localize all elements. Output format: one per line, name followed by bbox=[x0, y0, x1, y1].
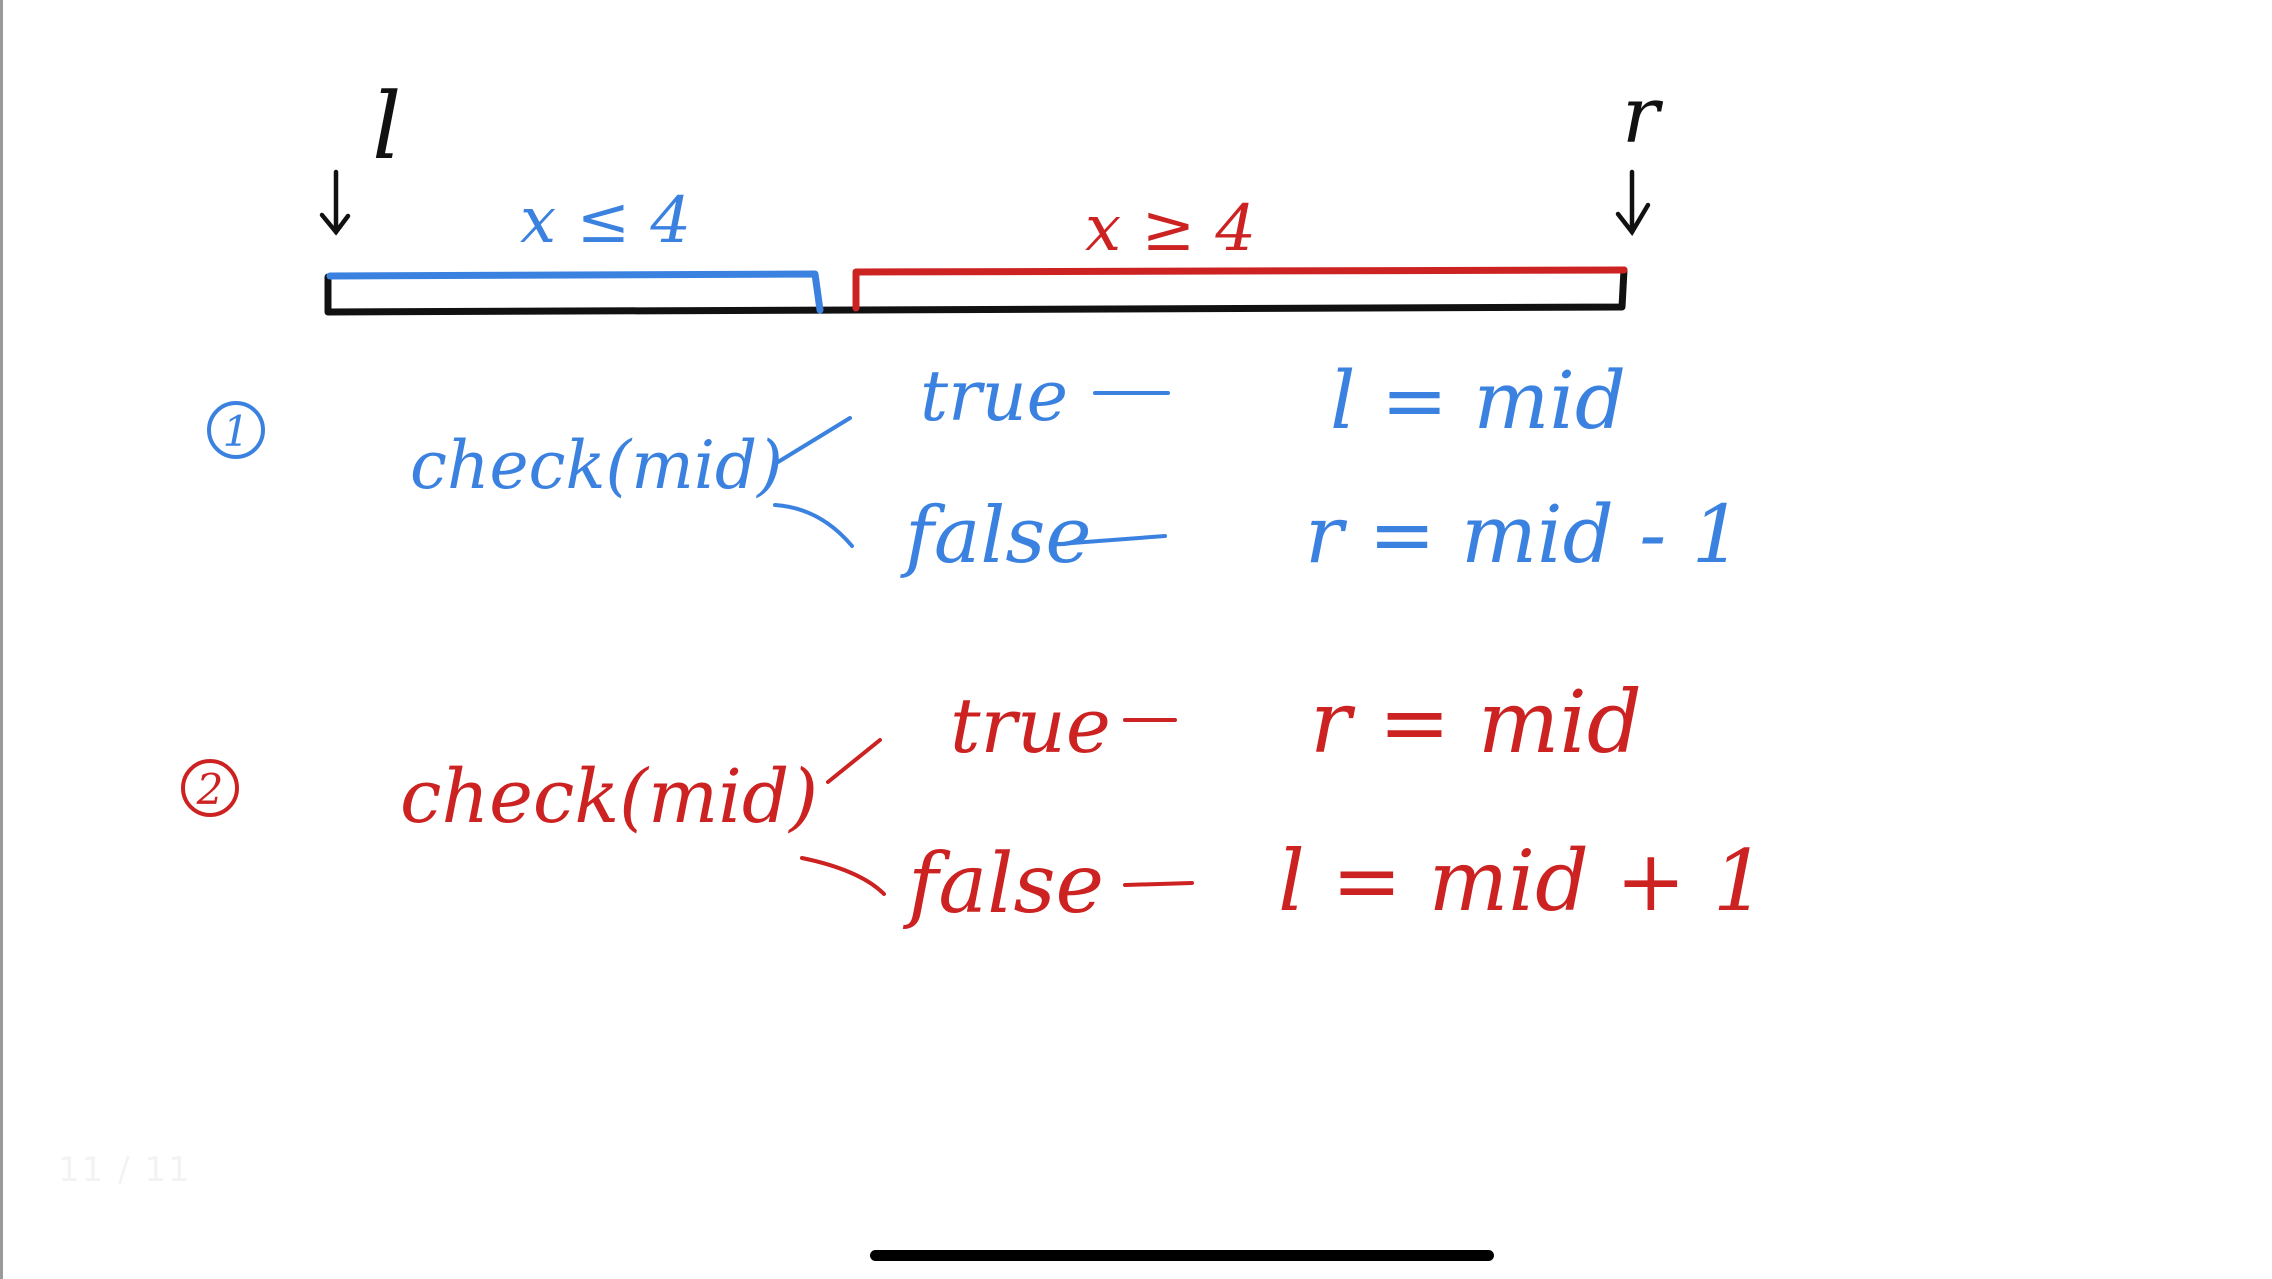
case-2-false-action: l = mid + 1 bbox=[1278, 832, 1766, 930]
range-label-left: x ≤ 4 bbox=[520, 184, 691, 258]
case-1-branch-up bbox=[776, 416, 852, 464]
case-1-false-label: false bbox=[900, 491, 1092, 581]
case-2-marker: 2 bbox=[196, 765, 224, 814]
left-down-arrow-icon bbox=[319, 169, 351, 236]
case-1-group: 1 check(mid) true false l = mid r = mid … bbox=[207, 354, 1743, 581]
home-indicator-bar[interactable] bbox=[870, 1250, 1494, 1261]
case-2-branch-down bbox=[800, 856, 886, 896]
case-2-call: check(mid) bbox=[400, 754, 818, 840]
case-2-true-label: true bbox=[950, 681, 1111, 770]
case-2-marker-circle bbox=[181, 759, 239, 817]
case-1-true-label: true bbox=[920, 355, 1068, 437]
pointer-l-label: l bbox=[372, 73, 401, 180]
right-down-arrow-icon bbox=[1615, 169, 1651, 236]
case-2-branch-up bbox=[826, 738, 882, 784]
case-1-marker-circle bbox=[207, 401, 265, 459]
pointer-r-label: r bbox=[1622, 71, 1664, 161]
case-1-true-action: l = mid bbox=[1330, 354, 1626, 447]
case-1-branch-down bbox=[773, 503, 854, 548]
page-indicator: 11 / 11 bbox=[58, 1150, 192, 1190]
case-2-true-action: r = mid bbox=[1310, 673, 1642, 773]
screen-left-edge bbox=[0, 0, 3, 1279]
case-1-marker: 1 bbox=[223, 407, 250, 456]
left-region-bracket bbox=[326, 270, 824, 314]
case-2-false-dash bbox=[1123, 881, 1194, 887]
case-1-false-action: r = mid - 1 bbox=[1305, 488, 1743, 581]
range-label-right: x ≥ 4 bbox=[1085, 192, 1256, 266]
right-region-bracket bbox=[852, 266, 1628, 312]
search-range-bar bbox=[324, 266, 1628, 316]
case-1-call: check(mid) bbox=[410, 427, 783, 504]
case-2-false-label: false bbox=[902, 837, 1104, 932]
case-1-false-dash bbox=[1070, 534, 1167, 545]
case-2-group: 2 check(mid) true false r = mid l = mid … bbox=[181, 673, 1766, 932]
